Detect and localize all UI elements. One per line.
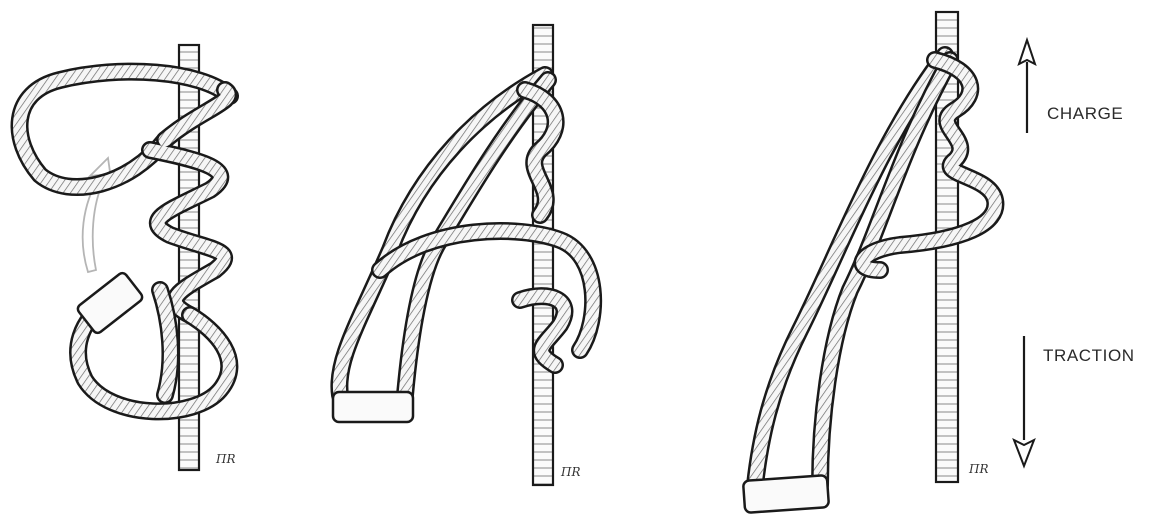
artist-signature: ПR <box>969 462 989 476</box>
arrow-up-icon <box>1019 40 1035 64</box>
artist-signature: ПR <box>216 452 236 466</box>
charge-label: CHARGE <box>1047 104 1123 124</box>
knot-step-2 <box>333 25 593 485</box>
arrow-down-icon <box>1014 440 1034 466</box>
traction-arrow <box>1014 336 1034 466</box>
sewn-joint <box>333 392 413 422</box>
sewn-joint <box>743 475 829 513</box>
charge-arrow <box>1019 40 1035 133</box>
traction-label: TRACTION <box>1043 346 1135 366</box>
artist-signature: ПR <box>561 465 581 479</box>
knot-step-1 <box>20 45 230 470</box>
knot-step-3 <box>743 12 995 513</box>
